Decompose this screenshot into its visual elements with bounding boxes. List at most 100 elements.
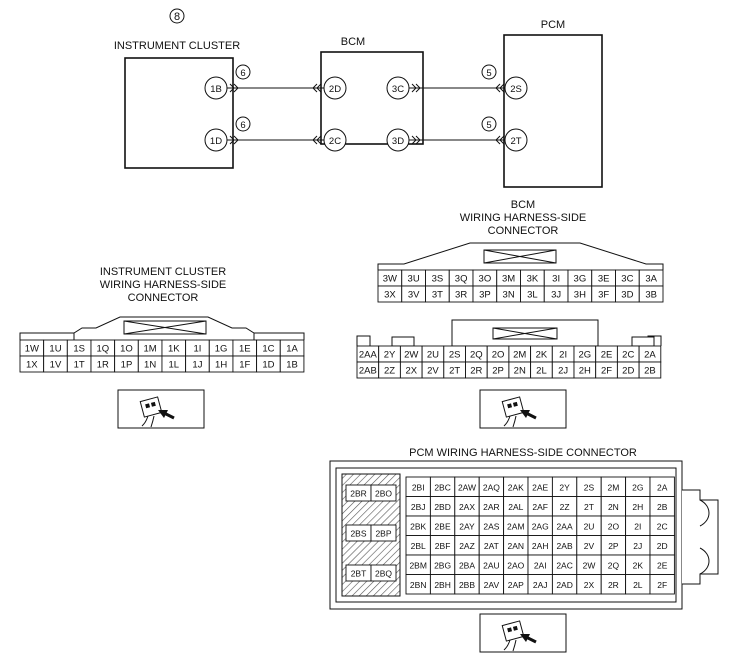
ic-conn-title-3: CONNECTOR — [128, 292, 199, 304]
bcm3-pin-3k-label: 3K — [527, 274, 539, 285]
wire-num-lower-left: 6 — [240, 120, 245, 131]
ic-pin-1v-label: 1V — [50, 360, 62, 371]
bcm-pin-2d: 2D — [329, 84, 341, 95]
bcm-conn-title-1: BCM — [511, 199, 535, 211]
pcm-pin-2g-label: 2G — [632, 482, 643, 492]
ic-pin-1d-label: 1D — [262, 360, 274, 371]
bcm3-pin-3n-label: 3N — [503, 290, 515, 301]
pcm-pin-2bp-cell — [370, 524, 397, 542]
ic-pin-1q-label: 1Q — [96, 344, 109, 355]
pcm-pin-2be-label: 2BE — [435, 521, 451, 531]
pcm-pin-2av-label: 2AV — [484, 580, 500, 590]
pcm-pin-2bq-label: 2BQ — [375, 569, 392, 579]
bcm2-pin-2k-label: 2K — [536, 350, 548, 361]
ic-pin-1n-label: 1N — [144, 360, 156, 371]
ic-pin-1b: 1B — [210, 84, 222, 95]
bcm-title: BCM — [341, 36, 365, 48]
pcm-pin-2n-label: 2N — [608, 502, 619, 512]
bcm2-pin-2q-label: 2Q — [470, 350, 483, 361]
ic-pin-1l-label: 1L — [169, 360, 180, 371]
bcm2-pin-2e-label: 2E — [601, 350, 613, 361]
ic-connector-view: INSTRUMENT CLUSTER WIRING HARNESS-SIDE C… — [19, 266, 305, 373]
ic-pin-1e-label: 1E — [239, 344, 251, 355]
bcm2-pin-2v-label: 2V — [427, 366, 439, 377]
pcm-pin-2aw-label: 2AW — [458, 482, 476, 492]
pcm-pin-2t: 2T — [510, 136, 521, 147]
bcm3-pin-3j-label: 3J — [551, 290, 561, 301]
pcm-pin-2r-label: 2R — [608, 580, 619, 590]
pcm-pin-2l-label: 2L — [633, 580, 643, 590]
wire-num-upper-left: 6 — [240, 68, 245, 79]
wire-num-upper-right: 5 — [486, 68, 491, 79]
pcm-pin-2am-label: 2AM — [507, 521, 524, 531]
pcm-pin-2bs-label: 2BS — [350, 529, 366, 539]
pcm-pin-2bl-label: 2BL — [411, 541, 426, 551]
pcm-pin-2at-label: 2AT — [484, 541, 499, 551]
bcm2-pin-2d-label: 2D — [622, 366, 634, 377]
pcm-pin-2aa-label: 2AA — [557, 521, 573, 531]
pcm-pin-2bf-label: 2BF — [435, 541, 451, 551]
pcm-pin-2bm-label: 2BM — [409, 560, 426, 570]
pcm-pin-2k-label: 2K — [633, 560, 644, 570]
pcm-conn-title: PCM WIRING HARNESS-SIDE CONNECTOR — [409, 447, 637, 459]
pcm-pin-2bn-label: 2BN — [410, 580, 427, 590]
pcm-pin-2bk-label: 2BK — [410, 521, 426, 531]
bcm-conn-title-2: WIRING HARNESS-SIDE — [460, 212, 587, 224]
pcm-pin-2e-label: 2E — [657, 560, 668, 570]
pcm-pin-2ar-label: 2AR — [483, 502, 500, 512]
ic-pin-1c-label: 1C — [262, 344, 274, 355]
ic-pin-1d: 1D — [210, 136, 222, 147]
pcm-pin-2br-label: 2BR — [350, 489, 367, 499]
pcm-pin-2bd-label: 2BD — [434, 502, 451, 512]
pcm-pin-2d-label: 2D — [657, 541, 668, 551]
bcm3-pin-3l-label: 3L — [527, 290, 538, 301]
ic-pin-1h-label: 1H — [215, 360, 227, 371]
pcm-pin-2bh-label: 2BH — [434, 580, 451, 590]
bcm2-pin-2b-cell — [638, 361, 662, 379]
pcm-pin-2aq-label: 2AQ — [483, 482, 500, 492]
bcm2-pin-2m-label: 2M — [513, 350, 526, 361]
bcm3-pin-3b-label: 3B — [645, 290, 657, 301]
pcm-pin-2h-label: 2H — [632, 502, 643, 512]
ic-pin-1a-label: 1A — [286, 344, 298, 355]
bcm3-pin-3e-label: 3E — [598, 274, 610, 285]
pcm-pin-2ae-label: 2AE — [532, 482, 548, 492]
pcm-pin-2z-label: 2Z — [560, 502, 570, 512]
pcm-pin-2q-label: 2Q — [608, 560, 620, 570]
connector-plug-icon — [479, 613, 567, 653]
bcm2-pin-2f-label: 2F — [601, 366, 612, 377]
bcm3-pin-3d-label: 3D — [621, 290, 633, 301]
bcm2-pin-2c-label: 2C — [622, 350, 634, 361]
ic-conn-title-1: INSTRUMENT CLUSTER — [100, 266, 226, 278]
bcm3-pin-3h-label: 3H — [574, 290, 586, 301]
circuit-schematic: 8 INSTRUMENT CLUSTER 1B 1D BCM 2D 2C 3C … — [114, 8, 603, 188]
bcm-pin-3d: 3D — [392, 136, 404, 147]
pcm-pin-2ba-label: 2BA — [459, 560, 475, 570]
bcm3-pin-3i-label: 3I — [552, 274, 560, 285]
bcm3-pin-3b-cell — [638, 285, 664, 303]
bcm2-pin-2i-label: 2I — [559, 350, 567, 361]
pcm-pin-2ag-label: 2AG — [532, 521, 549, 531]
pcm-pin-2ab-label: 2AB — [557, 541, 573, 551]
pcm-pin-2ak-label: 2AK — [508, 482, 524, 492]
pcm-pin-2bt-label: 2BT — [351, 569, 367, 579]
pcm-pin-2ad-label: 2AD — [556, 580, 573, 590]
bcm3-pin-3q-label: 3Q — [455, 274, 468, 285]
bcm2-pin-2s-label: 2S — [449, 350, 461, 361]
bcm2-pin-2a-label: 2A — [644, 350, 656, 361]
pcm-pin-2ao-label: 2AO — [507, 560, 524, 570]
bcm3-pin-3w-label: 3W — [383, 274, 397, 285]
wire-num-lower-right: 5 — [486, 120, 491, 131]
bcm-pin-3c: 3C — [392, 84, 404, 95]
bcm3-pin-3o-label: 3O — [479, 274, 492, 285]
bcm2-pin-2aa-label: 2AA — [359, 350, 378, 361]
pcm-pin-2bc-label: 2BC — [434, 482, 451, 492]
pcm-pin-2s-label: 2S — [584, 482, 595, 492]
bcm2-pin-2y-label: 2Y — [384, 350, 396, 361]
ic-pin-1u-label: 1U — [49, 344, 61, 355]
instrument-cluster-box — [124, 57, 234, 169]
pcm-pin-2s: 2S — [510, 84, 522, 95]
